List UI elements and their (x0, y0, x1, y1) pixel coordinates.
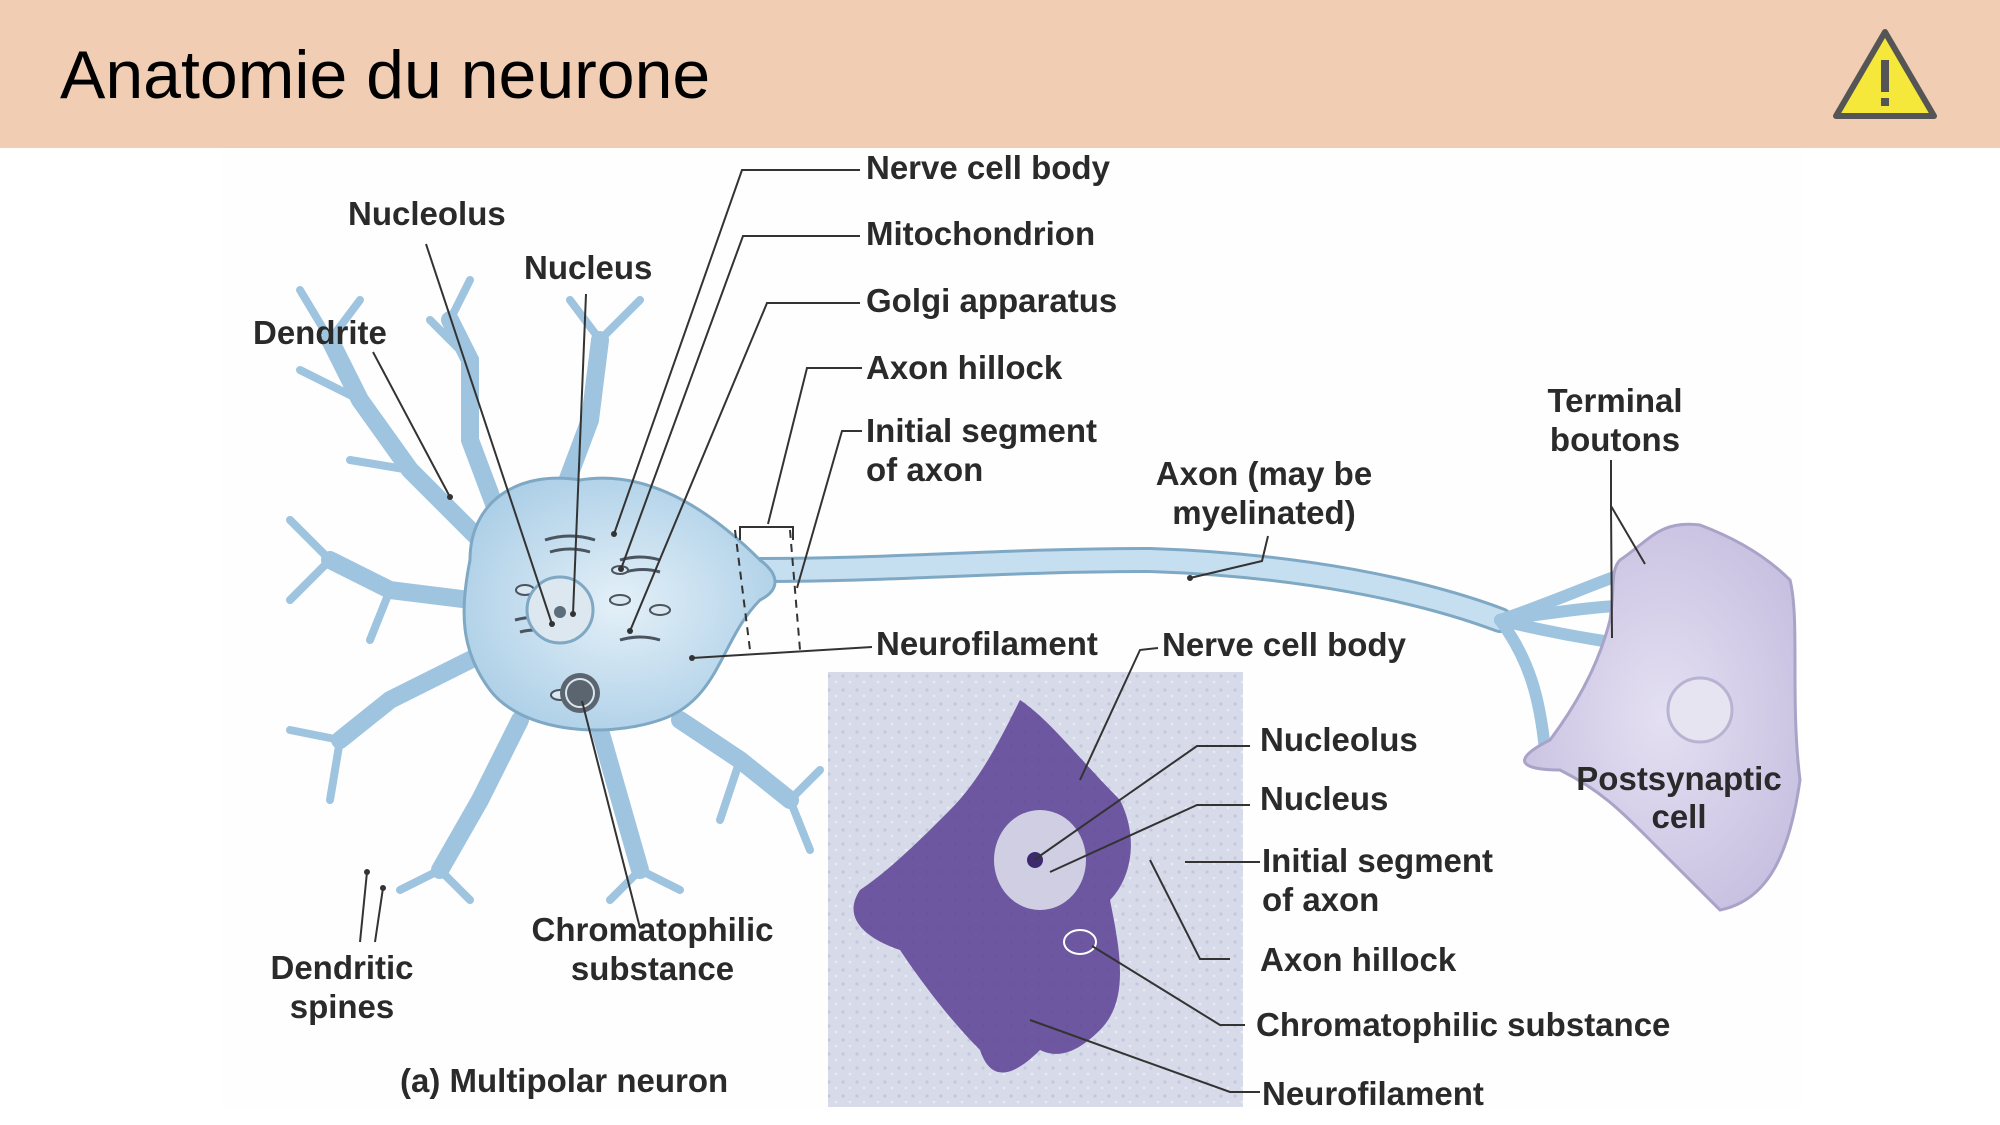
nerve-cell-body (462, 476, 777, 732)
label-dendritic-spines-line1: Dendritic (270, 949, 414, 986)
label-terminal-line2: boutons (1549, 421, 1681, 458)
slide-header: Anatomie du neurone (0, 0, 2000, 148)
label-chromatophilic-line2: substance (570, 950, 735, 987)
label-nucleolus: Nucleolus (348, 195, 506, 232)
label-axon-line1: Axon (may be (1155, 455, 1373, 492)
label-chromatophilic-line1: Chromatophilic (531, 911, 774, 948)
label-axon-hillock: Axon hillock (866, 349, 1063, 386)
micrograph-label-nucleus: Nucleus (1260, 780, 1389, 817)
label-nucleus: Nucleus (524, 249, 653, 286)
label-dendritic-spines-line2: spines (289, 988, 395, 1025)
label-mitochondrion: Mitochondrion (866, 215, 1096, 252)
micrograph-label-initial-segment-line1: Initial segment (1262, 842, 1494, 879)
label-initial-segment-line2: of axon (866, 451, 984, 488)
slide-title: Anatomie du neurone (60, 37, 711, 113)
micrograph-label-chromatophilic-substance: Chromatophilic substance (1256, 1006, 1671, 1043)
label-postsynaptic-line1: Postsynaptic (1576, 760, 1782, 797)
leader-dots (364, 494, 1193, 891)
dendrites (286, 276, 824, 904)
micrograph-label-neurofilament: Neurofilament (1262, 1075, 1484, 1112)
label-axon-line2: myelinated) (1172, 494, 1356, 531)
label-dendrite: Dendrite (253, 314, 387, 351)
postsynaptic-cell (1523, 522, 1802, 912)
label-postsynaptic-line2: cell (1651, 798, 1707, 835)
micrograph-label-nucleolus: Nucleolus (1260, 721, 1418, 758)
axon-hillock-bracket (734, 526, 801, 651)
label-golgi-apparatus: Golgi apparatus (866, 282, 1118, 319)
figure-caption: (a) Multipolar neuron (400, 1062, 729, 1099)
label-nerve-cell-body: Nerve cell body (866, 149, 1110, 186)
micrograph-label-initial-segment-line2: of axon (1262, 881, 1380, 918)
leader-lines (359, 169, 1646, 1093)
micrograph-inset (828, 672, 1243, 1107)
label-neurofilament: Neurofilament (876, 625, 1098, 662)
micrograph-label-axon-hillock: Axon hillock (1260, 941, 1457, 978)
micrograph-label-nerve-cell-body: Nerve cell body (1162, 626, 1406, 663)
label-terminal-line1: Terminal (1547, 382, 1683, 419)
label-initial-segment-line1: Initial segment (866, 412, 1098, 449)
warning-icon (1833, 29, 1937, 119)
nucleolus-shape (554, 606, 566, 618)
